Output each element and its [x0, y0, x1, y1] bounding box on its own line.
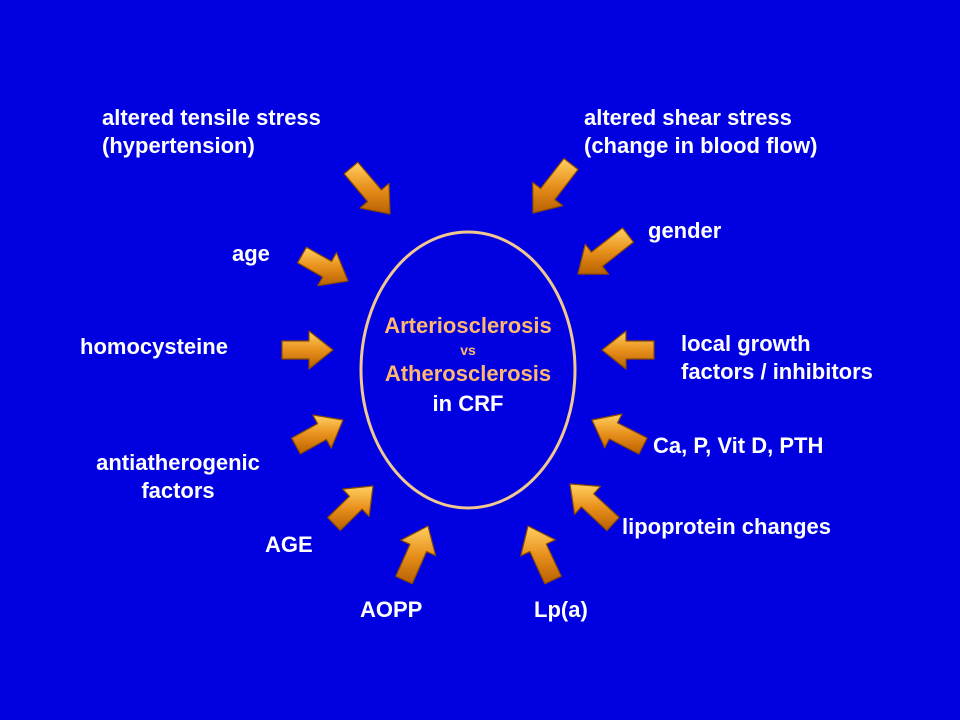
factor-local-growth: local growth factors / inhibitors [681, 330, 873, 386]
arrow-shear-stress [532, 157, 579, 214]
center-title-arteriosclerosis: Arteriosclerosis [384, 313, 552, 338]
arrow-group [281, 157, 655, 585]
factor-shear-stress-line1: altered shear stress [584, 105, 792, 130]
arrow-tensile-stress [343, 161, 391, 215]
center-vs: vs [460, 342, 476, 358]
factor-gender: gender [648, 218, 722, 243]
factor-antiatherogenic: antiatherogenic factors [73, 449, 283, 505]
factor-aopp: AOPP [360, 597, 423, 622]
center-title-atherosclerosis: Atherosclerosis [384, 361, 552, 386]
arrow-lipoprotein [569, 483, 620, 532]
arrow-aopp [395, 525, 437, 585]
arrow-age [297, 246, 349, 287]
factor-antiatherogenic-line2: factors [141, 478, 215, 503]
arrow-age-caps [327, 485, 374, 532]
factor-shear-stress: altered shear stress (change in blood fl… [584, 104, 817, 160]
factor-lpa: Lp(a) [534, 597, 588, 622]
center-in-crf: in CRF [432, 391, 504, 416]
factor-local-growth-line1: local growth [681, 331, 811, 356]
factor-age-caps: AGE [265, 532, 313, 557]
factor-local-growth-line2: factors / inhibitors [681, 359, 873, 384]
factor-tensile-stress-line2: (hypertension) [102, 133, 255, 158]
factor-homocysteine: homocysteine [80, 334, 228, 359]
factor-antiatherogenic-line1: antiatherogenic [96, 450, 260, 475]
factor-shear-stress-line2: (change in blood flow) [584, 133, 818, 158]
factor-tensile-stress-line1: altered tensile stress [102, 105, 321, 130]
arrow-antiatherogenic [291, 414, 344, 455]
factor-lipoprotein-changes: lipoprotein changes [622, 514, 832, 539]
central-ellipse [359, 230, 577, 510]
arrow-ca-p [591, 413, 648, 455]
arrow-lpa [520, 525, 562, 585]
arrow-homocysteine [281, 330, 334, 370]
arrow-gender [577, 227, 635, 275]
factor-ca-p-vitd-pth: Ca, P, Vit D, PTH [653, 433, 824, 458]
arrow-local-growth [601, 330, 655, 370]
center-label: Arteriosclerosis vs Atherosclerosis in C… [368, 311, 568, 419]
factor-age: age [232, 241, 270, 266]
factor-tensile-stress: altered tensile stress (hypertension) [102, 104, 321, 160]
